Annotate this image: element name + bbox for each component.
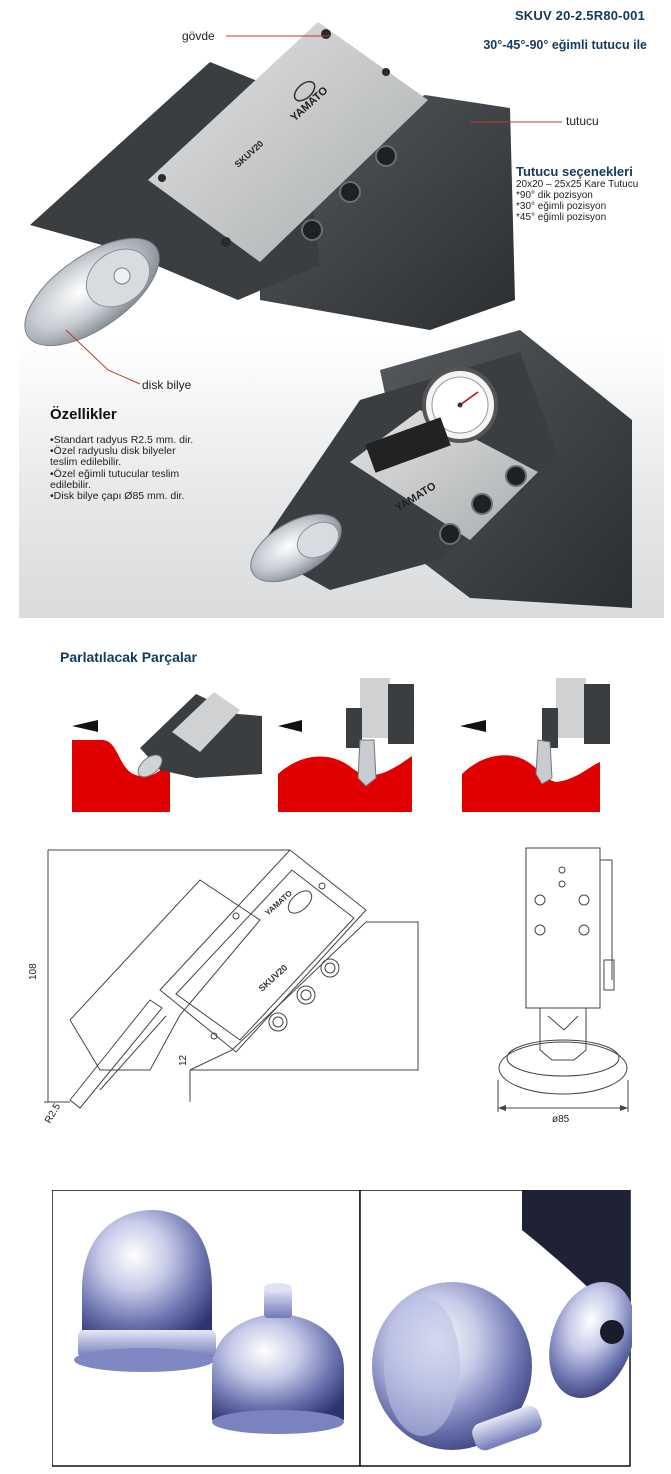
technical-drawing: SKUV20 YAMATO 108 12 R2.5 ø85 [28, 847, 629, 1126]
arrow-left-icon [460, 720, 486, 732]
dim-height: 108 [28, 963, 39, 980]
dim-diameter: ø85 [552, 1114, 570, 1125]
arrow-left-icon [72, 720, 98, 732]
bolt-icon [158, 174, 166, 182]
feature-line: teslim edilebilir. [50, 456, 122, 469]
callout-holder: tutucu [566, 114, 599, 128]
bolt-icon [321, 29, 331, 39]
product-subtitle: 30°-45°-90° eğimli tutucu ile [483, 38, 647, 52]
holder-options-title: Tutucu seçenekleri [516, 164, 633, 179]
features-title: Özellikler [50, 406, 117, 423]
features: Özellikler •Standart radyus R2.5 mm. dir… [50, 406, 250, 502]
callout-body: gövde [182, 29, 215, 43]
holder-options: Tutucu seçenekleri 20x20 – 25x25 Kare Tu… [516, 164, 666, 223]
gauge-bracket [365, 417, 451, 473]
mini-tool-2 [360, 678, 390, 738]
feature-line: •Standart radyus R2.5 mm. dir. [50, 434, 194, 446]
polished-cap [212, 1314, 344, 1420]
feature-line: edilebilir. [50, 478, 91, 491]
bolt-icon [301, 219, 323, 241]
red-part-1 [72, 740, 170, 812]
arrow-left-icon [278, 720, 302, 732]
name-plate [148, 22, 428, 262]
product-code: SKUV 20-2.5R80-001 [514, 8, 645, 23]
drawing-model-mark: SKUV20 [257, 963, 290, 994]
feature-line: •Özel eğimli tutucular teslim [50, 467, 180, 480]
feature-line: •Disk bilye çapı Ø85 mm. dir. [50, 490, 185, 503]
dim-offset: 12 [178, 1054, 189, 1066]
red-part-3 [462, 755, 600, 812]
hero-illustration: YAMATO SKUV20 YAMATO [24, 22, 632, 608]
bolt-icon [382, 68, 390, 76]
disk-ball-photo [549, 1281, 632, 1399]
holder-option-line: 20x20 – 25x25 Kare Tutucu [516, 179, 639, 190]
holder-option-line: *45° eğimli pozisyon [516, 212, 607, 223]
holder-option-line: *90° dik pozisyon [516, 190, 593, 201]
polished-dome [82, 1210, 212, 1340]
holder-option-line: *30° eğimli pozisyon [516, 201, 607, 212]
mini-tool-3 [556, 678, 586, 738]
dim-radius: R2.5 [43, 1101, 63, 1125]
callout-line-disk [65, 329, 141, 385]
bolt-icon [375, 145, 397, 167]
yamato-logo-icon [293, 80, 316, 102]
parts-title: Parlatılacak Parçalar [60, 649, 197, 665]
parts-illustrations [72, 678, 610, 812]
bolt-icon [339, 181, 361, 203]
callout-disk: disk bilye [142, 378, 192, 392]
red-part-2 [278, 756, 412, 812]
disk-hub [113, 267, 131, 285]
feature-line: •Özel radyuslu disk bilyeler [50, 445, 176, 458]
bolt-icon [221, 237, 231, 247]
product-photos [52, 1190, 632, 1467]
